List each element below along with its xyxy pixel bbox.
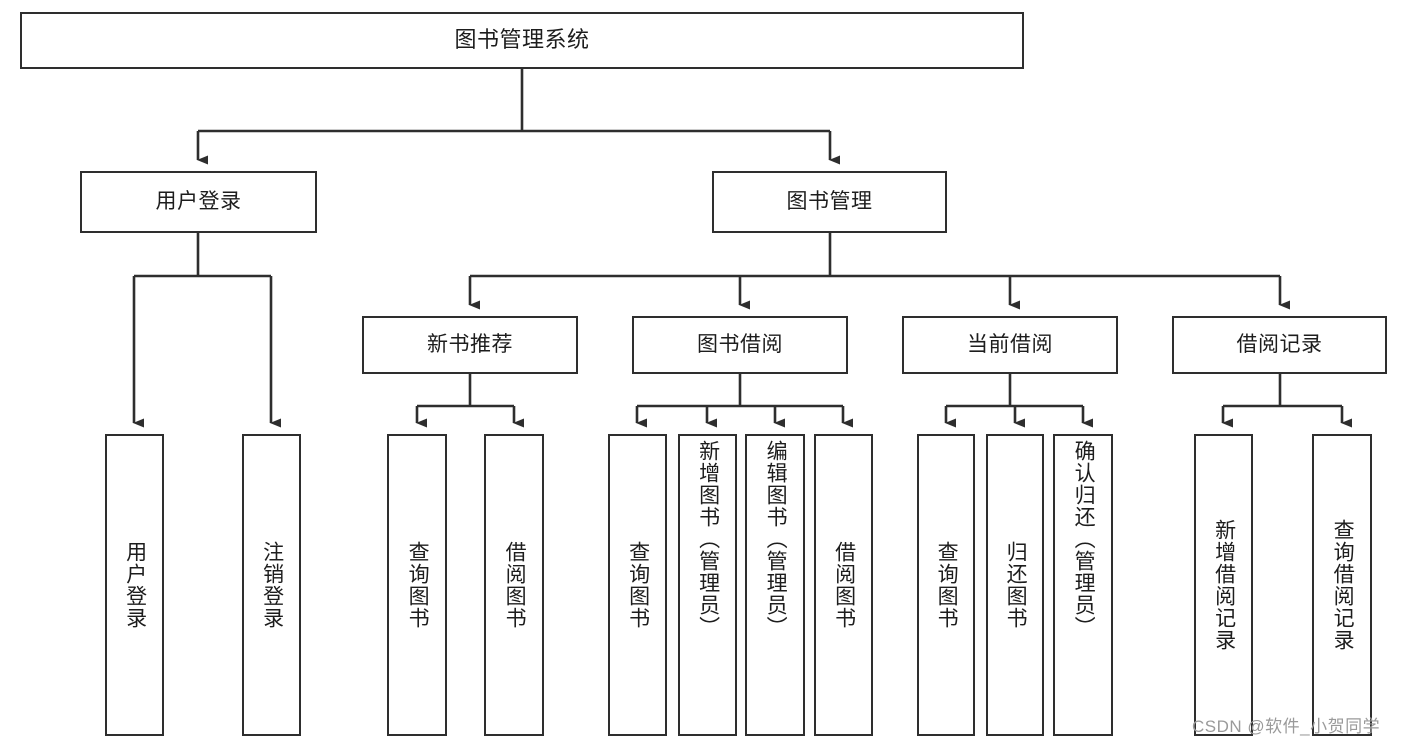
node-leaf-query-record[interactable]: 查询借阅记录 (1312, 434, 1372, 736)
node-leaf-return-book[interactable]: 归还图书 (986, 434, 1044, 736)
node-leaf-confirm-return-label: 确认归还（管理员） (1072, 440, 1096, 638)
node-user-login-label: 用户登录 (155, 190, 242, 214)
node-new-book-rec[interactable]: 新书推荐 (362, 316, 578, 374)
node-leaf-user-logout-label: 注销登录 (260, 541, 284, 629)
node-leaf-add-record-label: 新增借阅记录 (1212, 519, 1236, 651)
node-leaf-return-book-label: 归还图书 (1004, 541, 1028, 629)
node-leaf-add-book-label: 新增图书（管理员） (696, 440, 720, 638)
node-leaf-query-book-3-label: 查询图书 (935, 541, 959, 629)
node-root[interactable]: 图书管理系统 (20, 12, 1024, 69)
node-current-borrow-label: 当前借阅 (967, 333, 1053, 357)
node-leaf-user-login-label: 用户登录 (123, 541, 147, 629)
node-leaf-add-book[interactable]: 新增图书（管理员） (678, 434, 737, 736)
node-leaf-edit-book-label: 编辑图书（管理员） (764, 440, 788, 638)
node-new-book-rec-label: 新书推荐 (427, 333, 513, 357)
node-leaf-user-login[interactable]: 用户登录 (105, 434, 164, 736)
csdn-watermark: CSDN @软件_小贺同学 (1192, 717, 1381, 736)
node-leaf-query-book-1[interactable]: 查询图书 (387, 434, 447, 736)
node-leaf-borrow-book-1[interactable]: 借阅图书 (484, 434, 544, 736)
node-user-login[interactable]: 用户登录 (80, 171, 317, 233)
node-leaf-confirm-return[interactable]: 确认归还（管理员） (1053, 434, 1113, 736)
node-borrow-record-label: 借阅记录 (1236, 333, 1323, 357)
node-current-borrow[interactable]: 当前借阅 (902, 316, 1118, 374)
node-leaf-query-record-label: 查询借阅记录 (1331, 519, 1355, 651)
node-leaf-query-book-1-label: 查询图书 (406, 541, 430, 629)
node-leaf-query-book-2[interactable]: 查询图书 (608, 434, 667, 736)
node-leaf-query-book-2-label: 查询图书 (626, 541, 650, 629)
node-leaf-edit-book[interactable]: 编辑图书（管理员） (745, 434, 805, 736)
node-leaf-user-logout[interactable]: 注销登录 (242, 434, 301, 736)
node-leaf-add-record[interactable]: 新增借阅记录 (1194, 434, 1253, 736)
node-leaf-borrow-book-2-label: 借阅图书 (832, 541, 856, 629)
node-book-manage[interactable]: 图书管理 (712, 171, 947, 233)
node-book-borrow-label: 图书借阅 (697, 333, 783, 357)
node-leaf-borrow-book-1-label: 借阅图书 (503, 541, 527, 629)
node-root-label: 图书管理系统 (454, 27, 590, 53)
node-book-manage-label: 图书管理 (786, 190, 873, 214)
node-book-borrow[interactable]: 图书借阅 (632, 316, 848, 374)
node-leaf-query-book-3[interactable]: 查询图书 (917, 434, 975, 736)
node-borrow-record[interactable]: 借阅记录 (1172, 316, 1387, 374)
node-leaf-borrow-book-2[interactable]: 借阅图书 (814, 434, 873, 736)
